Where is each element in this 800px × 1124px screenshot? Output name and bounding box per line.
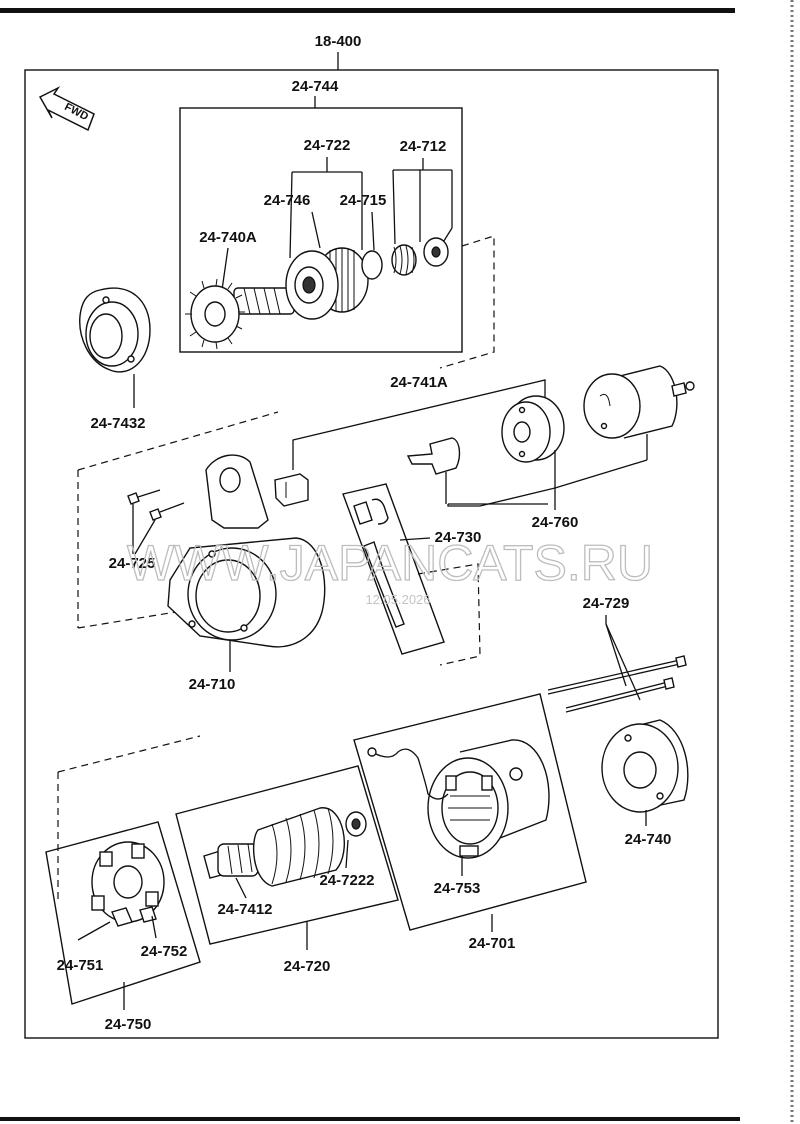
main-frame [24, 69, 719, 1039]
watermark-date: 12.05.2026 [365, 592, 430, 607]
box-24-730 [342, 483, 445, 655]
label-24-710: 24-710 [189, 676, 236, 693]
label-24-7412: 24-7412 [217, 901, 272, 918]
solenoid-ring [501, 395, 565, 463]
lever [353, 498, 405, 628]
label-24-712: 24-712 [400, 138, 447, 155]
dust-cover [274, 473, 309, 507]
label-24-760: 24-760 [532, 514, 579, 531]
label-24-7222: 24-7222 [319, 872, 374, 889]
label-24-701: 24-701 [469, 935, 516, 952]
yoke [367, 739, 550, 859]
label-24-720: 24-720 [284, 958, 331, 975]
label-24-725: 24-725 [109, 555, 156, 572]
brush-holder [91, 841, 165, 927]
bolts-24-725 [127, 489, 185, 521]
overrunning-clutch [285, 247, 369, 320]
solenoid-switch [583, 365, 695, 439]
through-bolts [547, 655, 687, 713]
watermark: WWW.JAPANCATS.RU [127, 535, 653, 591]
label-24-741A: 24-741A [390, 374, 448, 391]
label-24-7432: 24-7432 [90, 415, 145, 432]
label-24-740A: 24-740A [199, 229, 257, 246]
label-24-752: 24-752 [141, 943, 188, 960]
part-24-7432 [79, 287, 151, 373]
label-24-740: 24-740 [625, 831, 672, 848]
label-24-730: 24-730 [435, 529, 482, 546]
label-24-722: 24-722 [304, 137, 351, 154]
box-24-750 [45, 821, 201, 1005]
label-24-715: 24-715 [340, 192, 387, 209]
box-24-744 [179, 107, 463, 353]
bottom-rule [0, 1117, 740, 1121]
plunger [406, 437, 461, 504]
armature [203, 807, 367, 887]
label-24-729: 24-729 [583, 595, 630, 612]
label-24-750: 24-750 [105, 1016, 152, 1033]
label-24-744: 24-744 [292, 78, 339, 95]
fwd-arrow-icon: FWD [38, 86, 95, 132]
front-housing [167, 454, 326, 648]
label-24-746: 24-746 [264, 192, 311, 209]
pinion-gear [185, 278, 295, 350]
rear-cover [601, 719, 689, 813]
label-24-751: 24-751 [57, 957, 104, 974]
spring-collar [361, 237, 449, 280]
box-24-701 [353, 693, 587, 931]
top-rule [0, 8, 735, 13]
label-18-400: 18-400 [315, 33, 362, 50]
box-24-720 [175, 765, 399, 945]
label-24-753: 24-753 [434, 880, 481, 897]
